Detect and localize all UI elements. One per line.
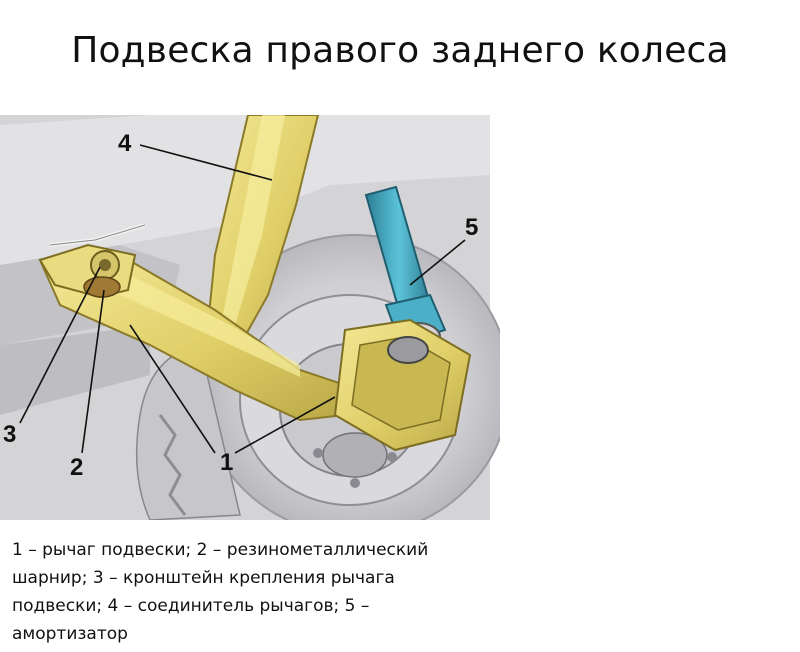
- arm-connector-highlight: [222, 115, 285, 325]
- callout-1: 1: [220, 449, 233, 476]
- leader-line-3: [19, 266, 101, 424]
- leader-line-2: [81, 289, 105, 454]
- arm-end-bracket: [333, 318, 472, 452]
- leader-lines: [19, 144, 466, 454]
- suspension-drawing: 4 5 1 3 2: [0, 115, 500, 520]
- page-title: Подвеска правого заднего колеса: [71, 30, 729, 71]
- legend-caption: 1 – рычаг подвески; 2 – резинометалличес…: [12, 536, 512, 648]
- leader-line-5: [409, 239, 466, 286]
- caption-line: 1 – рычаг подвески; 2 – резинометалличес…: [12, 540, 429, 560]
- leader-line-1b: [129, 324, 216, 454]
- callout-4: 4: [118, 130, 132, 157]
- tire-tread: [158, 414, 187, 516]
- callout-2: 2: [70, 454, 83, 481]
- caption-line: шарнир; 3 – кронштейн крепления рычага: [12, 568, 395, 588]
- tire: [135, 344, 241, 520]
- chassis-shade: [0, 325, 150, 415]
- leader-line-1: [234, 396, 336, 454]
- callout-3: 3: [3, 421, 16, 448]
- leader-line-4: [139, 144, 273, 181]
- suspension-illustration: 4 5 1 3 2: [0, 115, 500, 520]
- brake-line-outline: [49, 224, 146, 246]
- caption-line: подвески; 4 – соединитель рычагов; 5 –: [12, 596, 370, 616]
- caption-line: амортизатор: [12, 624, 128, 644]
- callout-5: 5: [465, 214, 478, 241]
